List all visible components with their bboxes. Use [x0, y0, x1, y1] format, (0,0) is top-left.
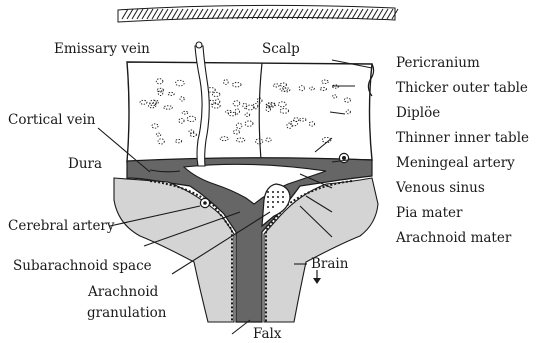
- label-diploe: Diplöe: [396, 105, 440, 121]
- label-cortical-vein: Cortical vein: [8, 112, 96, 128]
- skull-bone: [127, 62, 372, 162]
- label-cerebral-artery: Cerebral artery: [8, 218, 115, 234]
- brain-down-arrow-icon: [313, 270, 321, 284]
- label-falx: Falx: [253, 326, 282, 342]
- label-venous-sinus: Venous sinus: [395, 180, 485, 196]
- skull-outline: [127, 62, 372, 162]
- label-subarachnoid-space: Subarachnoid space: [13, 258, 152, 274]
- label-scalp: Scalp: [262, 41, 300, 57]
- scalp-layer: [118, 5, 398, 22]
- label-arachnoid-line1: Arachnoid: [87, 284, 159, 300]
- label-pericranium: Pericranium: [396, 55, 480, 71]
- cerebral-artery: [200, 198, 209, 207]
- label-thinner-inner-table: Thinner inner table: [396, 130, 529, 146]
- label-arachnoid-mater: Arachnoid mater: [395, 230, 512, 246]
- emissary-vein-top: [196, 42, 202, 48]
- label-meningeal-artery: Meningeal artery: [396, 155, 515, 171]
- label-brain: Brain: [311, 256, 349, 272]
- label-arachnoid-line2: granulation: [87, 305, 167, 321]
- label-emissary-vein: Emissary vein: [54, 41, 150, 57]
- label-pia-mater: Pia mater: [396, 205, 463, 221]
- label-dura: Dura: [68, 156, 102, 172]
- label-thicker-outer-table: Thicker outer table: [396, 80, 528, 96]
